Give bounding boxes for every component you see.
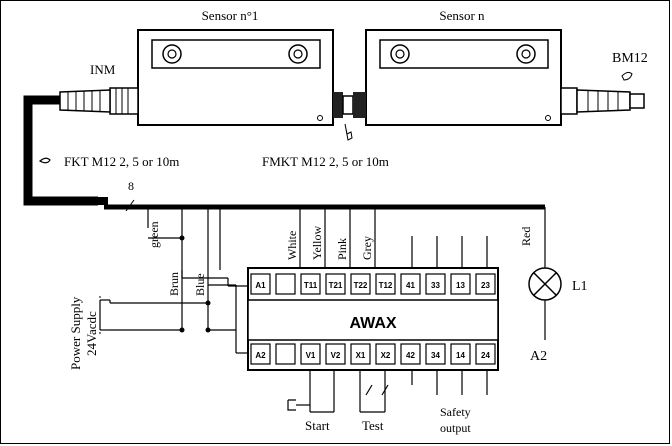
sensor-1-label: Sensor n°1	[202, 8, 259, 23]
terminal-label: X2	[381, 351, 391, 360]
terminal-box	[425, 343, 446, 365]
terminal-box	[400, 273, 421, 295]
terminal-box	[350, 273, 371, 295]
terminal-box	[475, 343, 496, 365]
safety-output-label-1: Safety	[440, 405, 471, 419]
terminal-label: 14	[456, 351, 465, 360]
a2-output-label: A2	[530, 349, 547, 364]
fkt-label: FKT M12 2, 5 or 10m	[64, 154, 179, 169]
terminal-label: 42	[406, 351, 415, 360]
terminal-label: 33	[431, 281, 440, 290]
terminal-label: A1	[255, 281, 266, 290]
terminal-label: V2	[331, 351, 341, 360]
terminal-box	[325, 273, 346, 295]
terminal-box	[375, 273, 396, 295]
terminal-label: A2	[255, 351, 266, 360]
terminal-box	[300, 343, 321, 365]
sensor-1	[137, 29, 334, 126]
wire-bundle	[99, 207, 546, 354]
awax-module: A1 T11 T21 T22 T12 41 33 13 23 A2 V1 V2 X1 X2 42 34 14 2…	[247, 267, 499, 371]
terminal-box	[275, 343, 296, 365]
awax-label-band	[247, 299, 499, 341]
terminal-label: X1	[356, 351, 366, 360]
top-terminal-row: A1 T11 T21 T22 T12 41 33 13 23	[250, 273, 496, 295]
lamp-label: L1	[572, 279, 588, 294]
inm-connector	[59, 87, 139, 115]
terminal-box	[300, 273, 321, 295]
green-wire-label: green	[147, 221, 161, 248]
blue-wire-label: Blue	[193, 273, 207, 296]
terminal-box	[275, 273, 296, 295]
terminal-box	[350, 343, 371, 365]
cable-tag-icon	[38, 157, 51, 164]
yellow-wire-label: Yellow	[310, 226, 324, 260]
terminal-box	[250, 343, 271, 365]
terminal-box	[250, 273, 271, 295]
terminal-box	[475, 273, 496, 295]
hand-cursor-icon	[344, 123, 353, 141]
terminal-label: T21	[329, 281, 343, 290]
red-wire-label: Red	[519, 227, 533, 246]
pink-wire-label: Pink	[335, 238, 349, 260]
terminal-label: 13	[456, 281, 465, 290]
fmkt-label: FMKT M12 2, 5 or 10m	[262, 154, 389, 169]
terminal-box	[400, 343, 421, 365]
bm12-label: BM12	[612, 51, 648, 66]
terminal-label: V1	[306, 351, 316, 360]
terminal-label: 34	[431, 351, 440, 360]
terminal-box	[450, 273, 471, 295]
inm-label: INM	[90, 62, 116, 77]
power-supply-label: Power Supply	[68, 296, 83, 370]
terminal-box	[450, 343, 471, 365]
bm12-connector	[560, 71, 645, 115]
wire-count-label: 8	[128, 179, 134, 193]
sensor-n-label: Sensor n	[439, 8, 485, 23]
terminal-box	[425, 273, 446, 295]
lamp-l1	[528, 267, 562, 301]
grey-wire-label: Grey	[360, 236, 374, 260]
terminal-label: 41	[406, 281, 415, 290]
test-label: Test	[362, 418, 384, 433]
terminal-label: T12	[379, 281, 393, 290]
start-label: Start	[305, 418, 330, 433]
terminal-box	[375, 343, 396, 365]
bottom-wires	[287, 370, 488, 413]
sensor-n	[365, 29, 562, 126]
bottom-terminal-row: A2 V1 V2 X1 X2 42 34 14 24	[250, 343, 496, 365]
brun-wire-label: Brun	[167, 272, 181, 296]
terminal-label: 23	[481, 281, 490, 290]
terminal-box	[325, 343, 346, 365]
terminal-label: 24	[481, 351, 490, 360]
terminal-label: T11	[304, 281, 318, 290]
terminal-label: T22	[354, 281, 368, 290]
safety-output-label-2: output	[440, 421, 471, 435]
module-name: AWAX	[349, 315, 396, 332]
inter-sensor-connector	[333, 92, 366, 141]
power-voltage-label: 24Vacdc	[84, 311, 99, 356]
white-wire-label: White	[285, 231, 299, 260]
